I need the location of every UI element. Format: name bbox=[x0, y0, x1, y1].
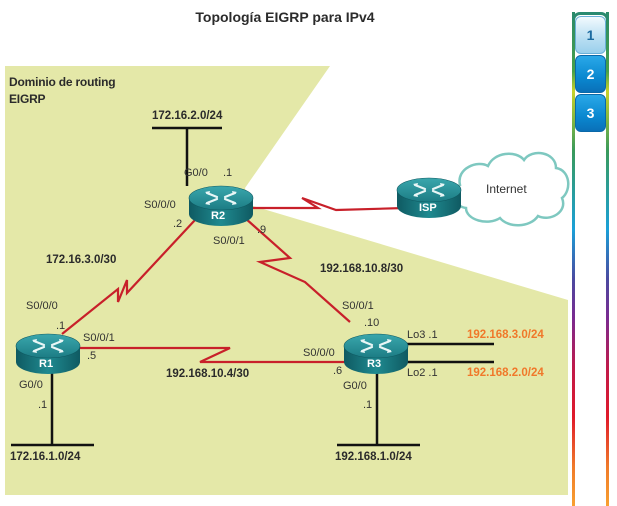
router-r1-label: R1 bbox=[39, 358, 54, 370]
eigrp-domain-region bbox=[5, 66, 568, 495]
r3-lo3-label: Lo3 .1 bbox=[407, 329, 438, 341]
r2-g00-ip: .1 bbox=[223, 167, 233, 179]
step-nav-top-cap bbox=[572, 12, 609, 20]
r2-g00-label: G0/0 bbox=[184, 167, 208, 179]
network-r3-lo2: 192.168.2.0/24 bbox=[467, 367, 544, 379]
r1-s000-label: S0/0/0 bbox=[26, 300, 58, 312]
eigrp-domain-label-line1: Dominio de routing bbox=[9, 75, 116, 89]
r2-s000-label: S0/0/0 bbox=[144, 199, 176, 211]
internet-cloud bbox=[452, 151, 570, 227]
r2-s001-label: S0/0/1 bbox=[213, 235, 245, 247]
network-r2-r3-serial: 192.168.10.8/30 bbox=[320, 263, 404, 275]
router-r3-label: R3 bbox=[367, 358, 382, 370]
network-r2-lan: 172.16.2.0/24 bbox=[152, 110, 223, 122]
r1-g00-label: G0/0 bbox=[19, 379, 43, 391]
r2-s000-ip: .2 bbox=[173, 218, 183, 230]
r3-s000-label: S0/0/0 bbox=[303, 347, 335, 359]
r3-s001-label: S0/0/1 bbox=[342, 300, 374, 312]
eigrp-domain-label: Dominio de routing EIGRP bbox=[9, 74, 116, 108]
serial-link-r1-r3 bbox=[80, 346, 350, 364]
r3-s001-ip: .10 bbox=[364, 317, 380, 329]
r3-s000-ip: .6 bbox=[333, 365, 343, 377]
network-r1-r3-serial: 192.168.10.4/30 bbox=[166, 368, 250, 380]
internet-cloud-label: Internet bbox=[486, 182, 527, 196]
network-r1-lan: 172.16.1.0/24 bbox=[10, 451, 81, 463]
r1-s001-ip: .5 bbox=[87, 350, 97, 362]
r3-lo2-label: Lo2 .1 bbox=[407, 367, 438, 379]
step-nav-rail-left bbox=[572, 12, 575, 506]
serial-link-r2-isp bbox=[250, 196, 406, 212]
r1-s000-ip: .1 bbox=[56, 320, 66, 332]
serial-link-r1-r2 bbox=[61, 219, 196, 335]
r1-s001-label: S0/0/1 bbox=[83, 332, 115, 344]
r3-g00-label: G0/0 bbox=[343, 380, 367, 392]
step-2-button[interactable]: 2 bbox=[575, 55, 606, 93]
router-isp-label: ISP bbox=[419, 202, 437, 214]
network-r1-r2-serial: 172.16.3.0/30 bbox=[46, 254, 117, 266]
serial-link-r2-r3 bbox=[244, 217, 351, 323]
step-3-button[interactable]: 3 bbox=[575, 94, 606, 132]
router-r2-label: R2 bbox=[211, 210, 226, 222]
diagram-title: Topología EIGRP para IPv4 bbox=[195, 9, 375, 25]
r3-g00-ip: .1 bbox=[363, 399, 373, 411]
step-1-button[interactable]: 1 bbox=[575, 16, 606, 54]
eigrp-domain-label-line2: EIGRP bbox=[9, 92, 46, 106]
network-r3-lan: 192.168.1.0/24 bbox=[335, 451, 412, 463]
r1-g00-ip: .1 bbox=[38, 399, 48, 411]
r2-s001-ip: .9 bbox=[257, 224, 267, 236]
network-r3-lo3: 192.168.3.0/24 bbox=[467, 329, 544, 341]
step-nav-rail-right bbox=[606, 12, 609, 506]
step-navigation: 1 2 3 bbox=[572, 12, 609, 506]
